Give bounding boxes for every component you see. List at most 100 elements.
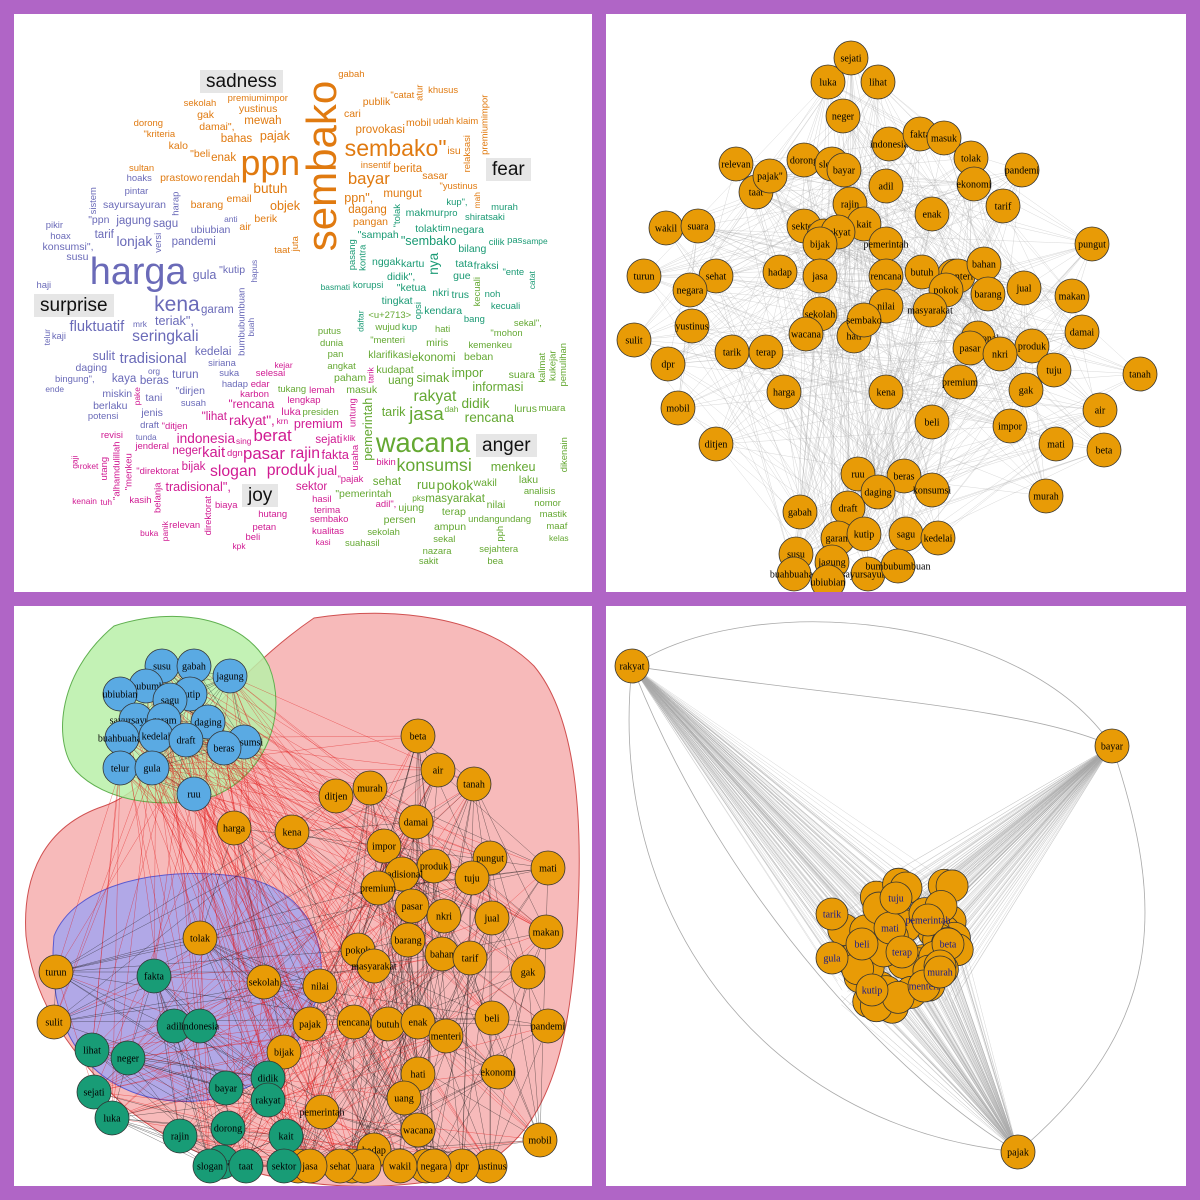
network-edge [892,1004,1019,1153]
network-edge [91,693,191,1051]
wordcloud-word: kait [202,445,226,462]
wordcloud-word: ppn", [344,190,374,205]
wordcloud-word: belanja [152,482,164,514]
network-edge [193,665,491,859]
wordcloud-word: terima [314,504,341,516]
network-edge [831,163,1105,451]
node-label: buahbuahan [770,570,818,581]
node-label: turun [633,272,654,283]
node-label: murah [927,968,953,979]
wordcloud-word: pasar [243,443,285,463]
network-edge [373,1139,541,1151]
node-label: bayar [215,1084,238,1095]
network-edge [769,175,1033,347]
network-edge [369,787,389,1025]
wordcloud-word: "lihat [201,411,227,424]
network-node: damai [398,804,434,840]
network-edge [631,665,947,909]
wordcloud-word: nggak [372,255,401,268]
node-label: ubiubian [103,690,138,701]
wordcloud-word: telur [41,329,52,346]
network-edge [153,975,181,1137]
node-circle [788,316,824,352]
node-label: hadap [362,1146,386,1157]
network-edge [631,665,924,902]
network-edge [793,333,807,575]
network-node: kait [268,1118,304,1154]
wordcloud-word: panik [159,520,170,541]
wordcloud-word: pikir [45,220,64,232]
wordcloud-word: ruu [417,477,436,492]
network-edge [799,347,971,513]
network-edge [1025,243,1093,391]
node-circle [76,1074,112,1110]
network-node: pasar [394,888,430,924]
wordcloud-word: premium [293,417,343,432]
node-label: sektor [272,1162,297,1173]
wordcloud-word: uang [388,375,414,388]
wordcloud-word: tarik [381,404,406,419]
network-edge [889,1004,1019,1153]
wordcloud-word: pandemi [171,235,216,248]
node-circle [1086,432,1122,468]
network-edge [715,275,795,575]
node-circle [266,1034,302,1070]
network-node: barang [970,276,1006,312]
network-edge [153,975,223,1163]
wordcloud-word: ubiubian [190,223,231,236]
network-edge [819,313,979,339]
wordcloud-word: relevan [169,519,201,531]
network-node: bahan [966,246,1002,282]
network-edge [677,347,971,409]
network-edge [631,665,853,924]
wordcloud-word: hadap [221,378,249,390]
wordcloud-word: tukang [277,383,307,395]
network-edge [885,305,933,491]
network-edge [55,971,95,1093]
node-circle [810,64,846,100]
node-circle [208,1070,244,1106]
node-label: bijak [274,1048,294,1059]
wordcloud-word: pintar [124,185,149,197]
network-node: ruu [176,776,212,812]
node-label: produk [420,862,448,873]
network-node: neger [110,1040,146,1076]
network-node: dpr [650,346,686,382]
network-node: gula [134,750,170,786]
wordcloud-word: fraksi [473,260,499,273]
node-label: indonesia [181,1022,220,1033]
node-label: pokok [346,946,371,957]
network-edge [373,965,541,1141]
wordcloud-word: paham [333,372,367,385]
node-circle [833,40,869,76]
node-circle [860,474,896,510]
network-node: adil [868,168,904,204]
node-label: lihat [869,78,887,89]
node-circle [274,814,310,850]
network-edge [309,1023,389,1167]
node-label: kutip [862,986,883,997]
wordcloud-word: kedelai [194,346,232,359]
node-label: tarif [462,954,479,965]
network-node: sejati [76,1074,112,1110]
wordcloud-word: biaya [214,499,238,511]
wordcloud-word: tolak [415,223,438,236]
wordcloud-word: haji [36,279,52,291]
network-edge [119,767,439,771]
wordcloud-word: lurus [514,403,537,416]
wordcloud-word: simak [416,371,450,386]
node-label: gula [823,954,841,965]
wordcloud-word: rajin [290,445,321,463]
wordcloud-word: kup", [446,196,468,208]
wordcloud-word: hati [435,324,451,336]
network-edge [885,185,1025,289]
network-edge [970,157,1093,245]
network-edge [903,353,1001,477]
wordcloud-word: khusus [428,84,459,96]
node-circle [912,292,948,328]
node-label: sembako [846,316,882,327]
network-edge [111,1051,285,1119]
network-edge [715,275,939,539]
wordcloud-word: sekolah [367,526,400,538]
network-edge [755,191,833,563]
